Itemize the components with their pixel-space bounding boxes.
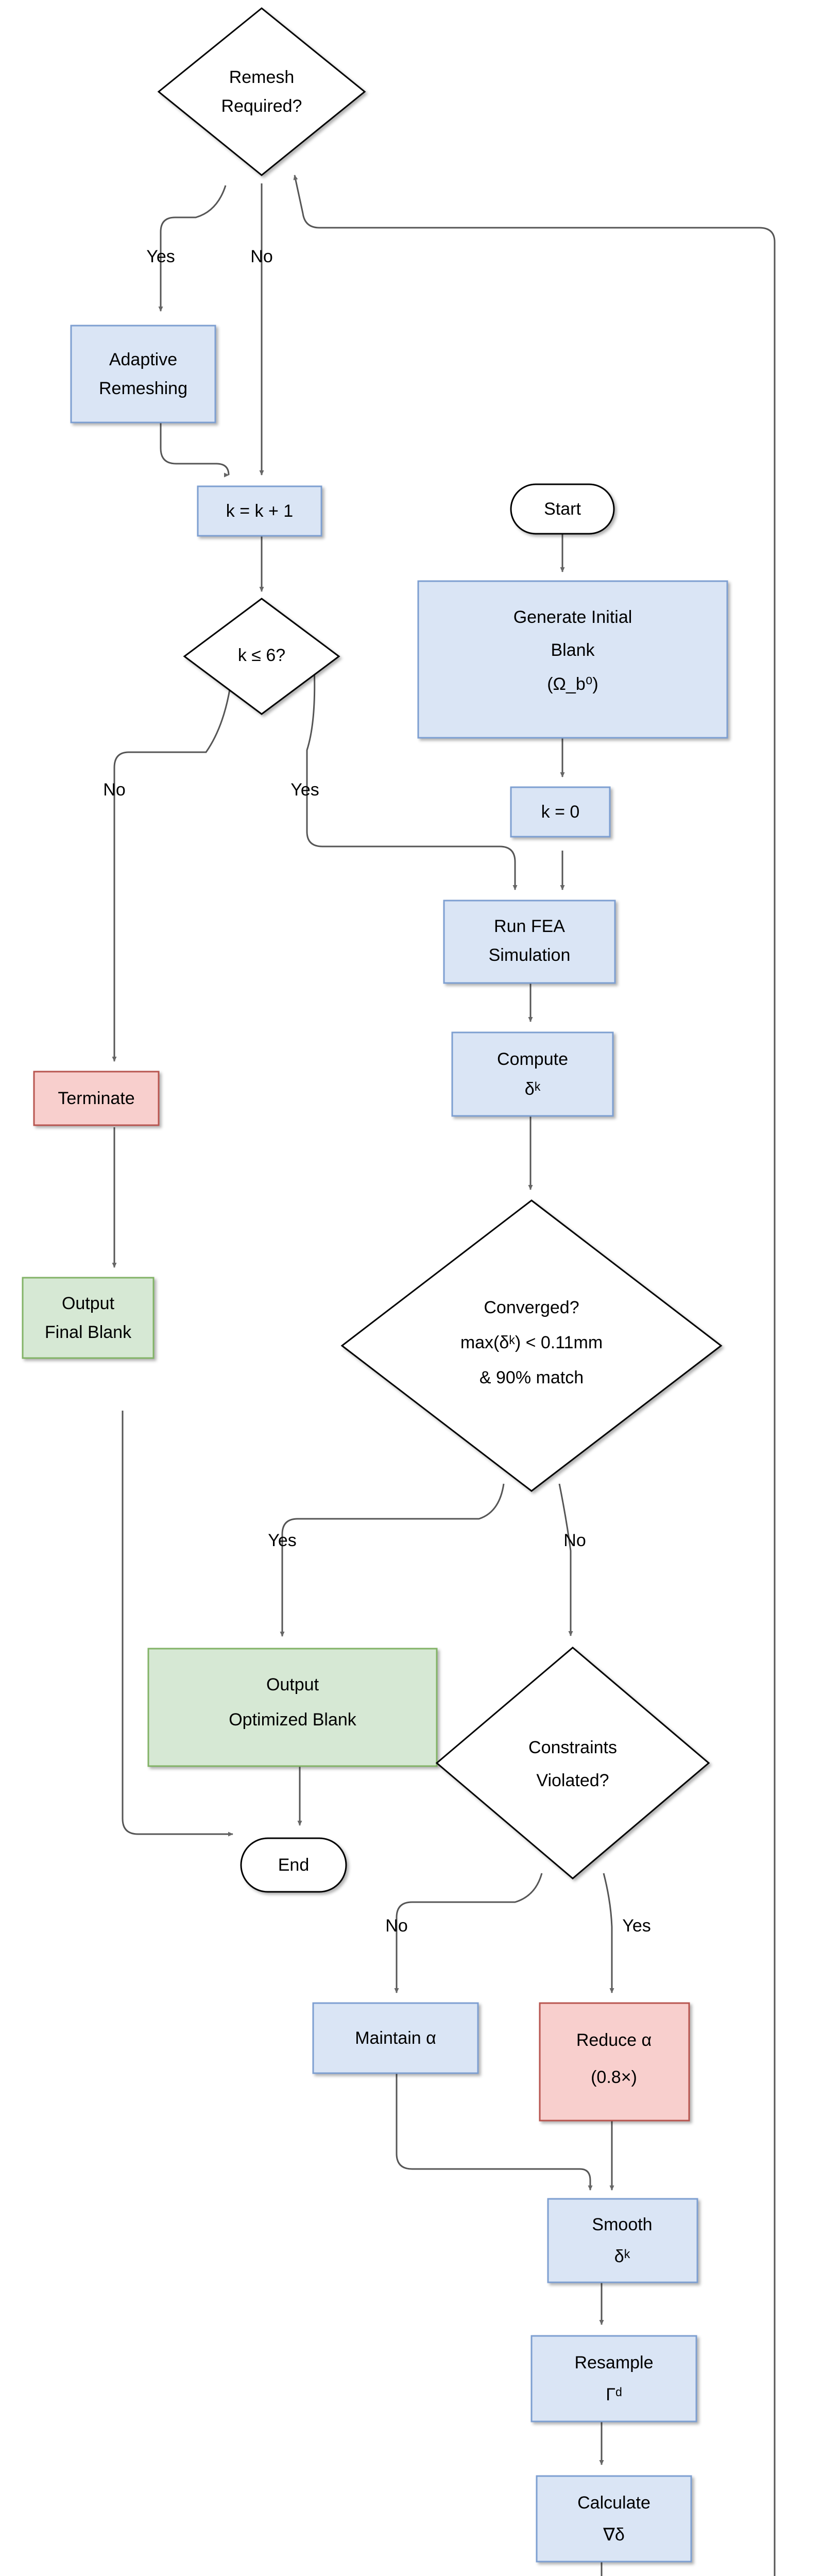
node-smooth-delta[interactable]: Smooth δᵏ: [547, 2198, 698, 2283]
node-k-zero[interactable]: k = 0: [510, 786, 611, 838]
smooth-delta-shape[interactable]: [547, 2198, 698, 2283]
edge-converged-yes-to-output-optimized-blank: [280, 1483, 505, 1637]
edge-layer: [112, 175, 776, 2576]
calculate-grad-delta-label-line1: Calculate: [577, 2493, 650, 2513]
edge-label-k-le-6-yes: Yes: [290, 780, 319, 800]
k-increment-label: k = k + 1: [226, 501, 293, 521]
edge-converged-no-to-constraints-violated: [558, 1483, 573, 1636]
node-converged[interactable]: Converged? max(δᵏ) < 0.11mm & 90% match: [340, 1199, 723, 1492]
calculate-grad-delta-shape[interactable]: [536, 2475, 692, 2563]
compute-delta-shape[interactable]: [451, 1031, 614, 1117]
edge-constraints-yes-to-reduce-alpha: [603, 1873, 614, 1993]
end-label: End: [278, 1855, 310, 1875]
edge-label-converged-yes: Yes: [268, 1531, 296, 1550]
edge-maintain-alpha-to-smooth-delta: [396, 2073, 593, 2191]
compute-delta-label-line1: Compute: [497, 1049, 568, 1069]
start-shape[interactable]: [510, 483, 615, 535]
node-output-final-blank[interactable]: Output Final Blank: [22, 1277, 155, 1359]
compute-delta-label-line2: δᵏ: [525, 1079, 541, 1099]
k-le-6-shape[interactable]: [183, 598, 340, 715]
remesh-required-label-line2: Required?: [221, 96, 302, 116]
generate-initial-blank-label-line1: Generate Initial: [513, 607, 632, 627]
output-final-blank-label-line2: Final Blank: [45, 1323, 132, 1342]
node-generate-initial-blank[interactable]: Generate Initial Blank (Ω_b⁰): [417, 580, 728, 739]
edge-label-k-le-6-no: No: [103, 780, 125, 800]
node-output-optimized-blank[interactable]: Output Optimized Blank: [147, 1648, 438, 1767]
node-terminate[interactable]: Terminate: [33, 1071, 160, 1126]
generate-initial-blank-label-line2: Blank: [551, 640, 595, 660]
node-end[interactable]: End: [240, 1837, 347, 1893]
edge-label-converged-no: No: [563, 1531, 586, 1550]
remesh-required-shape[interactable]: [157, 7, 366, 176]
output-optimized-blank-label-line1: Output: [266, 1675, 319, 1694]
edge-k-le-6-yes-to-run-fea: [306, 666, 518, 890]
output-optimized-blank-shape[interactable]: [147, 1648, 438, 1767]
run-fea-label-line1: Run FEA: [494, 917, 565, 936]
node-resample-gamma[interactable]: Resample Γᵈ: [530, 2335, 697, 2422]
smooth-delta-label-line2: δᵏ: [614, 2247, 630, 2266]
run-fea-shape[interactable]: [443, 900, 616, 984]
edge-remesh-yes-to-adaptive-remeshing: [158, 185, 227, 312]
edge-update-blank-to-remesh-required: [293, 175, 776, 2576]
edge-k-le-6-no-to-terminate: [112, 666, 234, 1062]
node-calculate-grad-delta[interactable]: Calculate ∇δ: [536, 2475, 692, 2563]
output-final-blank-shape[interactable]: [22, 1277, 155, 1359]
k-zero-label: k = 0: [541, 802, 580, 822]
output-optimized-blank-label-line2: Optimized Blank: [229, 1710, 357, 1730]
run-fea-label-line2: Simulation: [489, 945, 571, 965]
remesh-required-label-line1: Remesh: [229, 67, 295, 87]
edge-label-constraints-no: No: [385, 1916, 407, 1936]
resample-gamma-label-line1: Resample: [574, 2353, 653, 2372]
node-constraints-violated[interactable]: Constraints Violated?: [435, 1647, 710, 1879]
edge-constraints-no-to-maintain-alpha: [394, 1873, 543, 1993]
end-shape[interactable]: [240, 1837, 347, 1893]
node-remesh-required[interactable]: Remesh Required?: [157, 7, 366, 176]
start-label: Start: [544, 499, 581, 519]
maintain-alpha-label: Maintain α: [355, 2028, 436, 2048]
edge-label-remesh-no: No: [250, 247, 272, 266]
converged-label-line1: Converged?: [484, 1298, 579, 1317]
constraints-violated-shape[interactable]: [435, 1647, 710, 1879]
converged-shape[interactable]: [340, 1199, 723, 1492]
generate-initial-blank-shape[interactable]: [417, 580, 728, 739]
reduce-alpha-label-line2: (0.8×): [591, 2067, 637, 2087]
maintain-alpha-shape[interactable]: [312, 2002, 479, 2074]
node-reduce-alpha[interactable]: Reduce α (0.8×): [539, 2002, 690, 2122]
node-k-increment[interactable]: k = k + 1: [197, 485, 322, 537]
resample-gamma-label-line2: Γᵈ: [606, 2385, 622, 2404]
node-run-fea[interactable]: Run FEA Simulation: [443, 900, 616, 984]
node-layer: Remesh Required? Yes No Adaptive Remeshi…: [22, 7, 728, 2563]
constraints-violated-label-line2: Violated?: [536, 1771, 609, 1790]
k-zero-shape[interactable]: [510, 786, 611, 838]
smooth-delta-label-line1: Smooth: [592, 2215, 652, 2234]
reduce-alpha-label-line1: Reduce α: [576, 2030, 652, 2050]
k-le-6-label: k ≤ 6?: [238, 646, 285, 665]
adaptive-remeshing-label-line2: Remeshing: [99, 379, 187, 398]
node-maintain-alpha[interactable]: Maintain α: [312, 2002, 479, 2074]
converged-label-line3: & 90% match: [480, 1368, 584, 1387]
constraints-violated-label-line1: Constraints: [528, 1738, 617, 1757]
resample-gamma-shape[interactable]: [530, 2335, 697, 2422]
edge-adaptive-remeshing-to-k-increment: [160, 422, 231, 476]
edge-label-constraints-yes: Yes: [622, 1916, 650, 1936]
output-final-blank-label-line1: Output: [62, 1294, 115, 1313]
adaptive-remeshing-label-line1: Adaptive: [109, 350, 177, 369]
adaptive-remeshing-shape[interactable]: [70, 325, 216, 423]
node-compute-delta[interactable]: Compute δᵏ: [451, 1031, 614, 1117]
reduce-alpha-shape[interactable]: [539, 2002, 690, 2122]
edge-label-remesh-yes: Yes: [146, 247, 175, 266]
node-start[interactable]: Start: [510, 483, 615, 535]
node-k-le-6[interactable]: k ≤ 6?: [183, 598, 340, 715]
edge-output-final-blank-to-end: [122, 1411, 233, 1837]
terminate-label: Terminate: [58, 1089, 134, 1108]
converged-label-line2: max(δᵏ) < 0.11mm: [460, 1333, 603, 1352]
node-adaptive-remeshing[interactable]: Adaptive Remeshing: [70, 325, 216, 423]
generate-initial-blank-label-line3: (Ω_b⁰): [547, 674, 598, 694]
calculate-grad-delta-label-line2: ∇δ: [603, 2525, 625, 2545]
terminate-shape[interactable]: [33, 1071, 160, 1126]
k-increment-shape[interactable]: [197, 485, 322, 537]
